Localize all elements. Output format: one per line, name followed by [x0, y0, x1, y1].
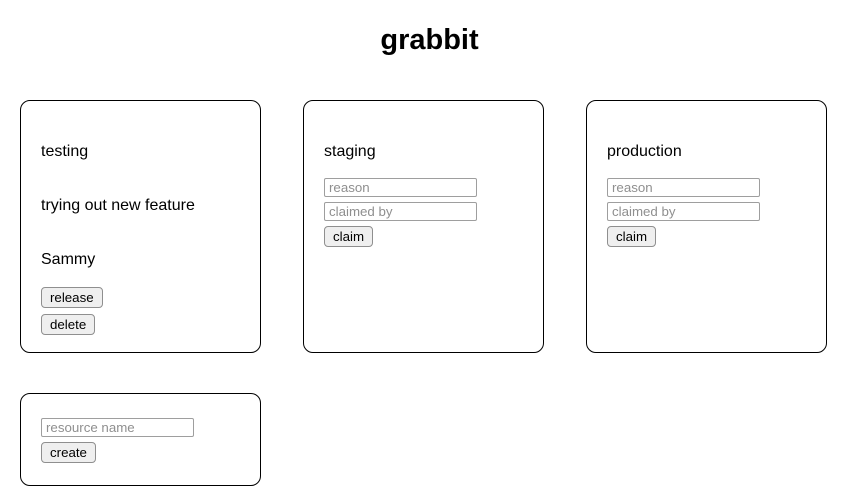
delete-button[interactable]: delete — [41, 314, 96, 335]
resource-cards-row: testing trying out new feature Sammy rel… — [0, 100, 859, 353]
release-button[interactable]: release — [41, 287, 103, 308]
reason-field-row — [607, 178, 806, 197]
claimed-by-input[interactable] — [607, 202, 760, 221]
claim-button-row: claim — [324, 226, 523, 247]
resource-card-staging: staging claim — [303, 100, 544, 353]
claimed-by-text: Sammy — [41, 251, 96, 268]
release-button-row: release — [41, 287, 240, 308]
resource-name: production — [607, 143, 682, 160]
delete-button-row: delete — [41, 314, 240, 335]
reason-input[interactable] — [324, 178, 477, 197]
resource-card-testing: testing trying out new feature Sammy rel… — [20, 100, 261, 353]
claimed-by-input[interactable] — [324, 202, 477, 221]
claim-button[interactable]: claim — [324, 226, 374, 247]
resource-name: testing — [41, 143, 89, 160]
create-button-row: create — [41, 442, 240, 463]
page-title: grabbit — [380, 24, 479, 56]
claimed-by-field-row — [324, 202, 523, 221]
create-resource-card: create — [20, 393, 261, 486]
claimed-by-field-row — [607, 202, 806, 221]
create-button[interactable]: create — [41, 442, 96, 463]
reason-field-row — [324, 178, 523, 197]
claim-button[interactable]: claim — [607, 226, 657, 247]
resource-name-field-row — [41, 418, 240, 437]
claim-reason-text: trying out new feature — [41, 197, 195, 214]
reason-input[interactable] — [607, 178, 760, 197]
resource-name-input[interactable] — [41, 418, 194, 437]
create-card-row: create — [0, 393, 859, 486]
resource-card-production: production claim — [586, 100, 827, 353]
resource-name: staging — [324, 143, 376, 160]
claim-button-row: claim — [607, 226, 806, 247]
